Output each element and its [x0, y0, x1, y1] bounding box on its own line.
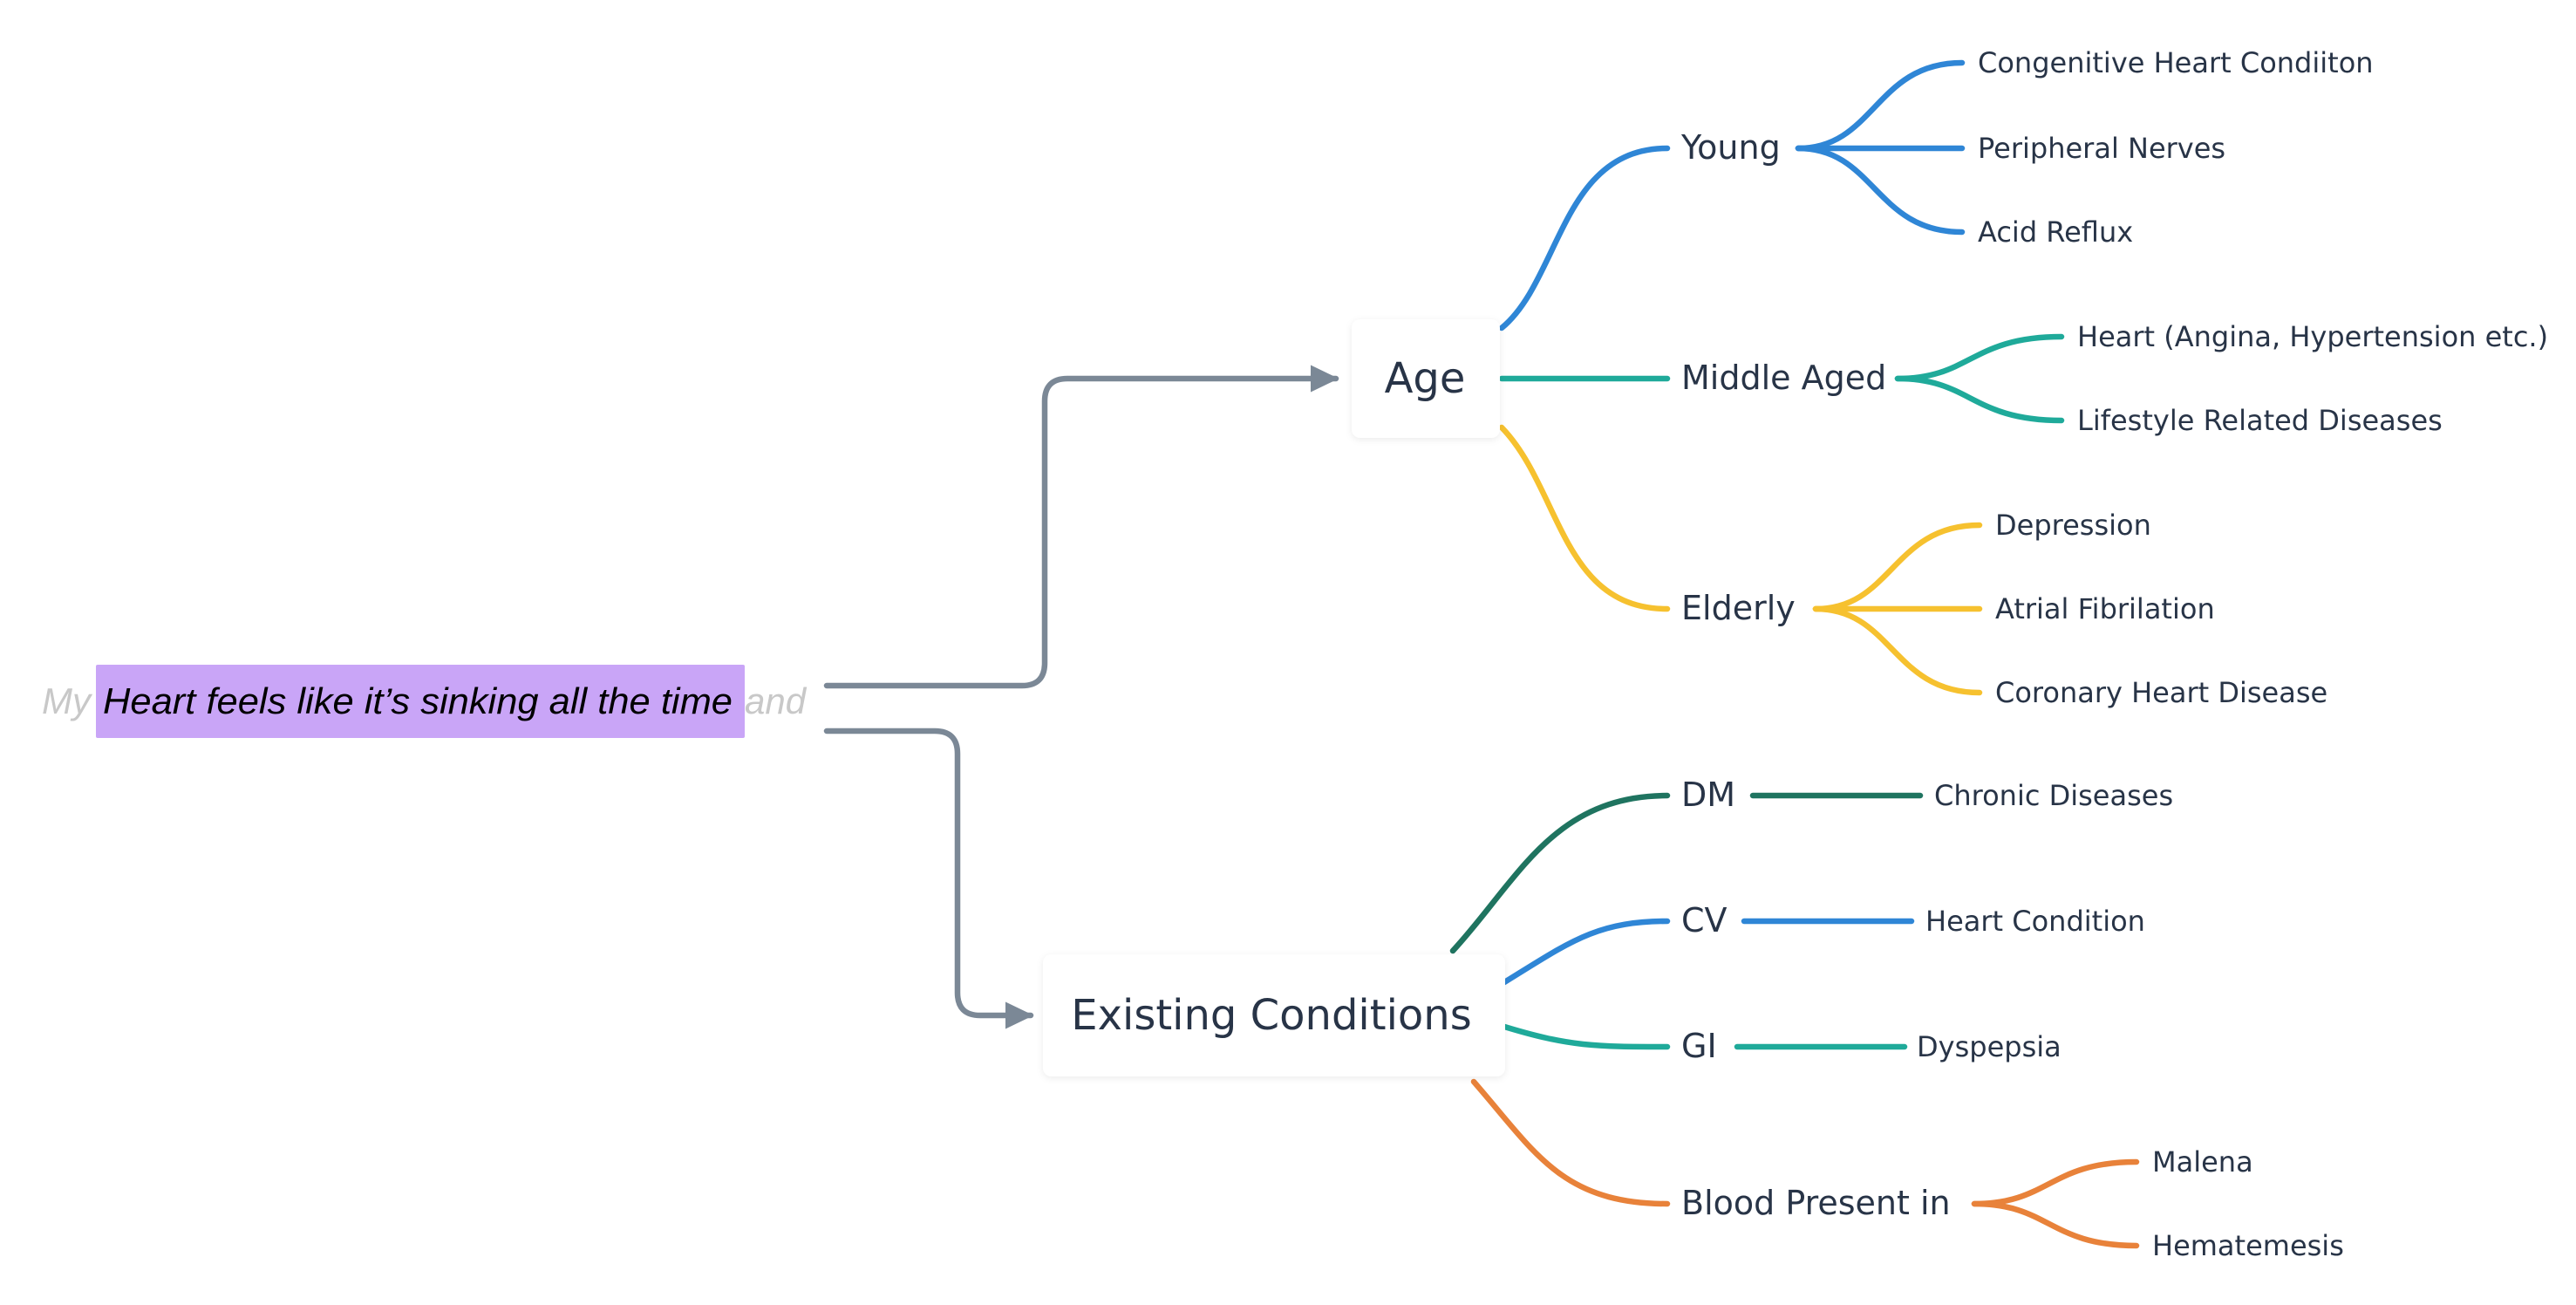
link-existing-blood [1470, 1078, 1671, 1207]
link-existing-cv [1498, 918, 1671, 987]
node-blood-present-in[interactable]: Blood Present in [1681, 1184, 1951, 1222]
leaf-chronic-diseases[interactable]: Chronic Diseases [1934, 779, 2173, 812]
connector-root-to-existing-conditions [823, 728, 1034, 1029]
age-node[interactable]: Age [1352, 319, 1500, 438]
leaf-peripheral-nerves[interactable]: Peripheral Nerves [1978, 132, 2225, 165]
leaf-congenitive-heart[interactable]: Congenitive Heart Condiiton [1978, 46, 2374, 79]
root-highlight [96, 665, 745, 738]
root-suffix: and [745, 680, 808, 721]
leaf-lifestyle-diseases[interactable]: Lifestyle Related Diseases [2077, 404, 2443, 437]
root-highlight-text: Heart feels like it’s sinking all the ti… [103, 680, 733, 721]
node-elderly[interactable]: Elderly [1681, 589, 1796, 627]
leaf-hematemesis[interactable]: Hematemesis [2152, 1229, 2344, 1262]
leaf-coronary-heart-disease[interactable]: Coronary Heart Disease [1995, 676, 2327, 709]
leaf-atrial-fibrilation[interactable]: Atrial Fibrilation [1995, 592, 2215, 625]
link-age-elderly [1498, 424, 1671, 612]
leaf-malena[interactable]: Malena [2152, 1145, 2253, 1179]
leaf-heart-angina[interactable]: Heart (Angina, Hypertension etc.) [2077, 320, 2548, 353]
node-gi[interactable]: GI [1681, 1027, 1717, 1065]
link-middle-aged-leaf-2 [1894, 375, 2065, 424]
link-elderly-leaf-1 [1812, 522, 1983, 612]
link-age-young [1498, 145, 1671, 331]
connector-root-to-age [823, 365, 1339, 689]
link-young-leaf-1 [1795, 59, 1966, 152]
age-label: Age [1385, 354, 1466, 403]
leaf-dyspepsia[interactable]: Dyspepsia [1917, 1030, 2061, 1063]
node-cv[interactable]: CV [1681, 901, 1728, 939]
existing-conditions-label: Existing Conditions [1071, 991, 1471, 1040]
link-existing-gi [1498, 1022, 1671, 1050]
root-prefix: My [42, 680, 93, 721]
leaf-depression[interactable]: Depression [1995, 509, 2151, 542]
existing-conditions-node[interactable]: Existing Conditions [1043, 954, 1505, 1076]
node-dm[interactable]: DM [1681, 775, 1735, 814]
link-blood-leaf-1 [1971, 1158, 2140, 1207]
leaf-acid-reflux[interactable]: Acid Reflux [1978, 215, 2133, 249]
link-existing-dm [1449, 792, 1671, 954]
node-middle-aged[interactable]: Middle Aged [1681, 359, 1886, 397]
link-young-leaf-3 [1795, 145, 1966, 236]
root-node[interactable]: My Heart feels like it’s sinking all the… [42, 665, 808, 738]
link-elderly-leaf-3 [1812, 605, 1983, 696]
node-young[interactable]: Young [1680, 128, 1781, 167]
link-blood-leaf-2 [1971, 1200, 2140, 1249]
link-middle-aged-leaf-1 [1894, 333, 2065, 382]
leaf-heart-condition[interactable]: Heart Condition [1925, 905, 2145, 938]
